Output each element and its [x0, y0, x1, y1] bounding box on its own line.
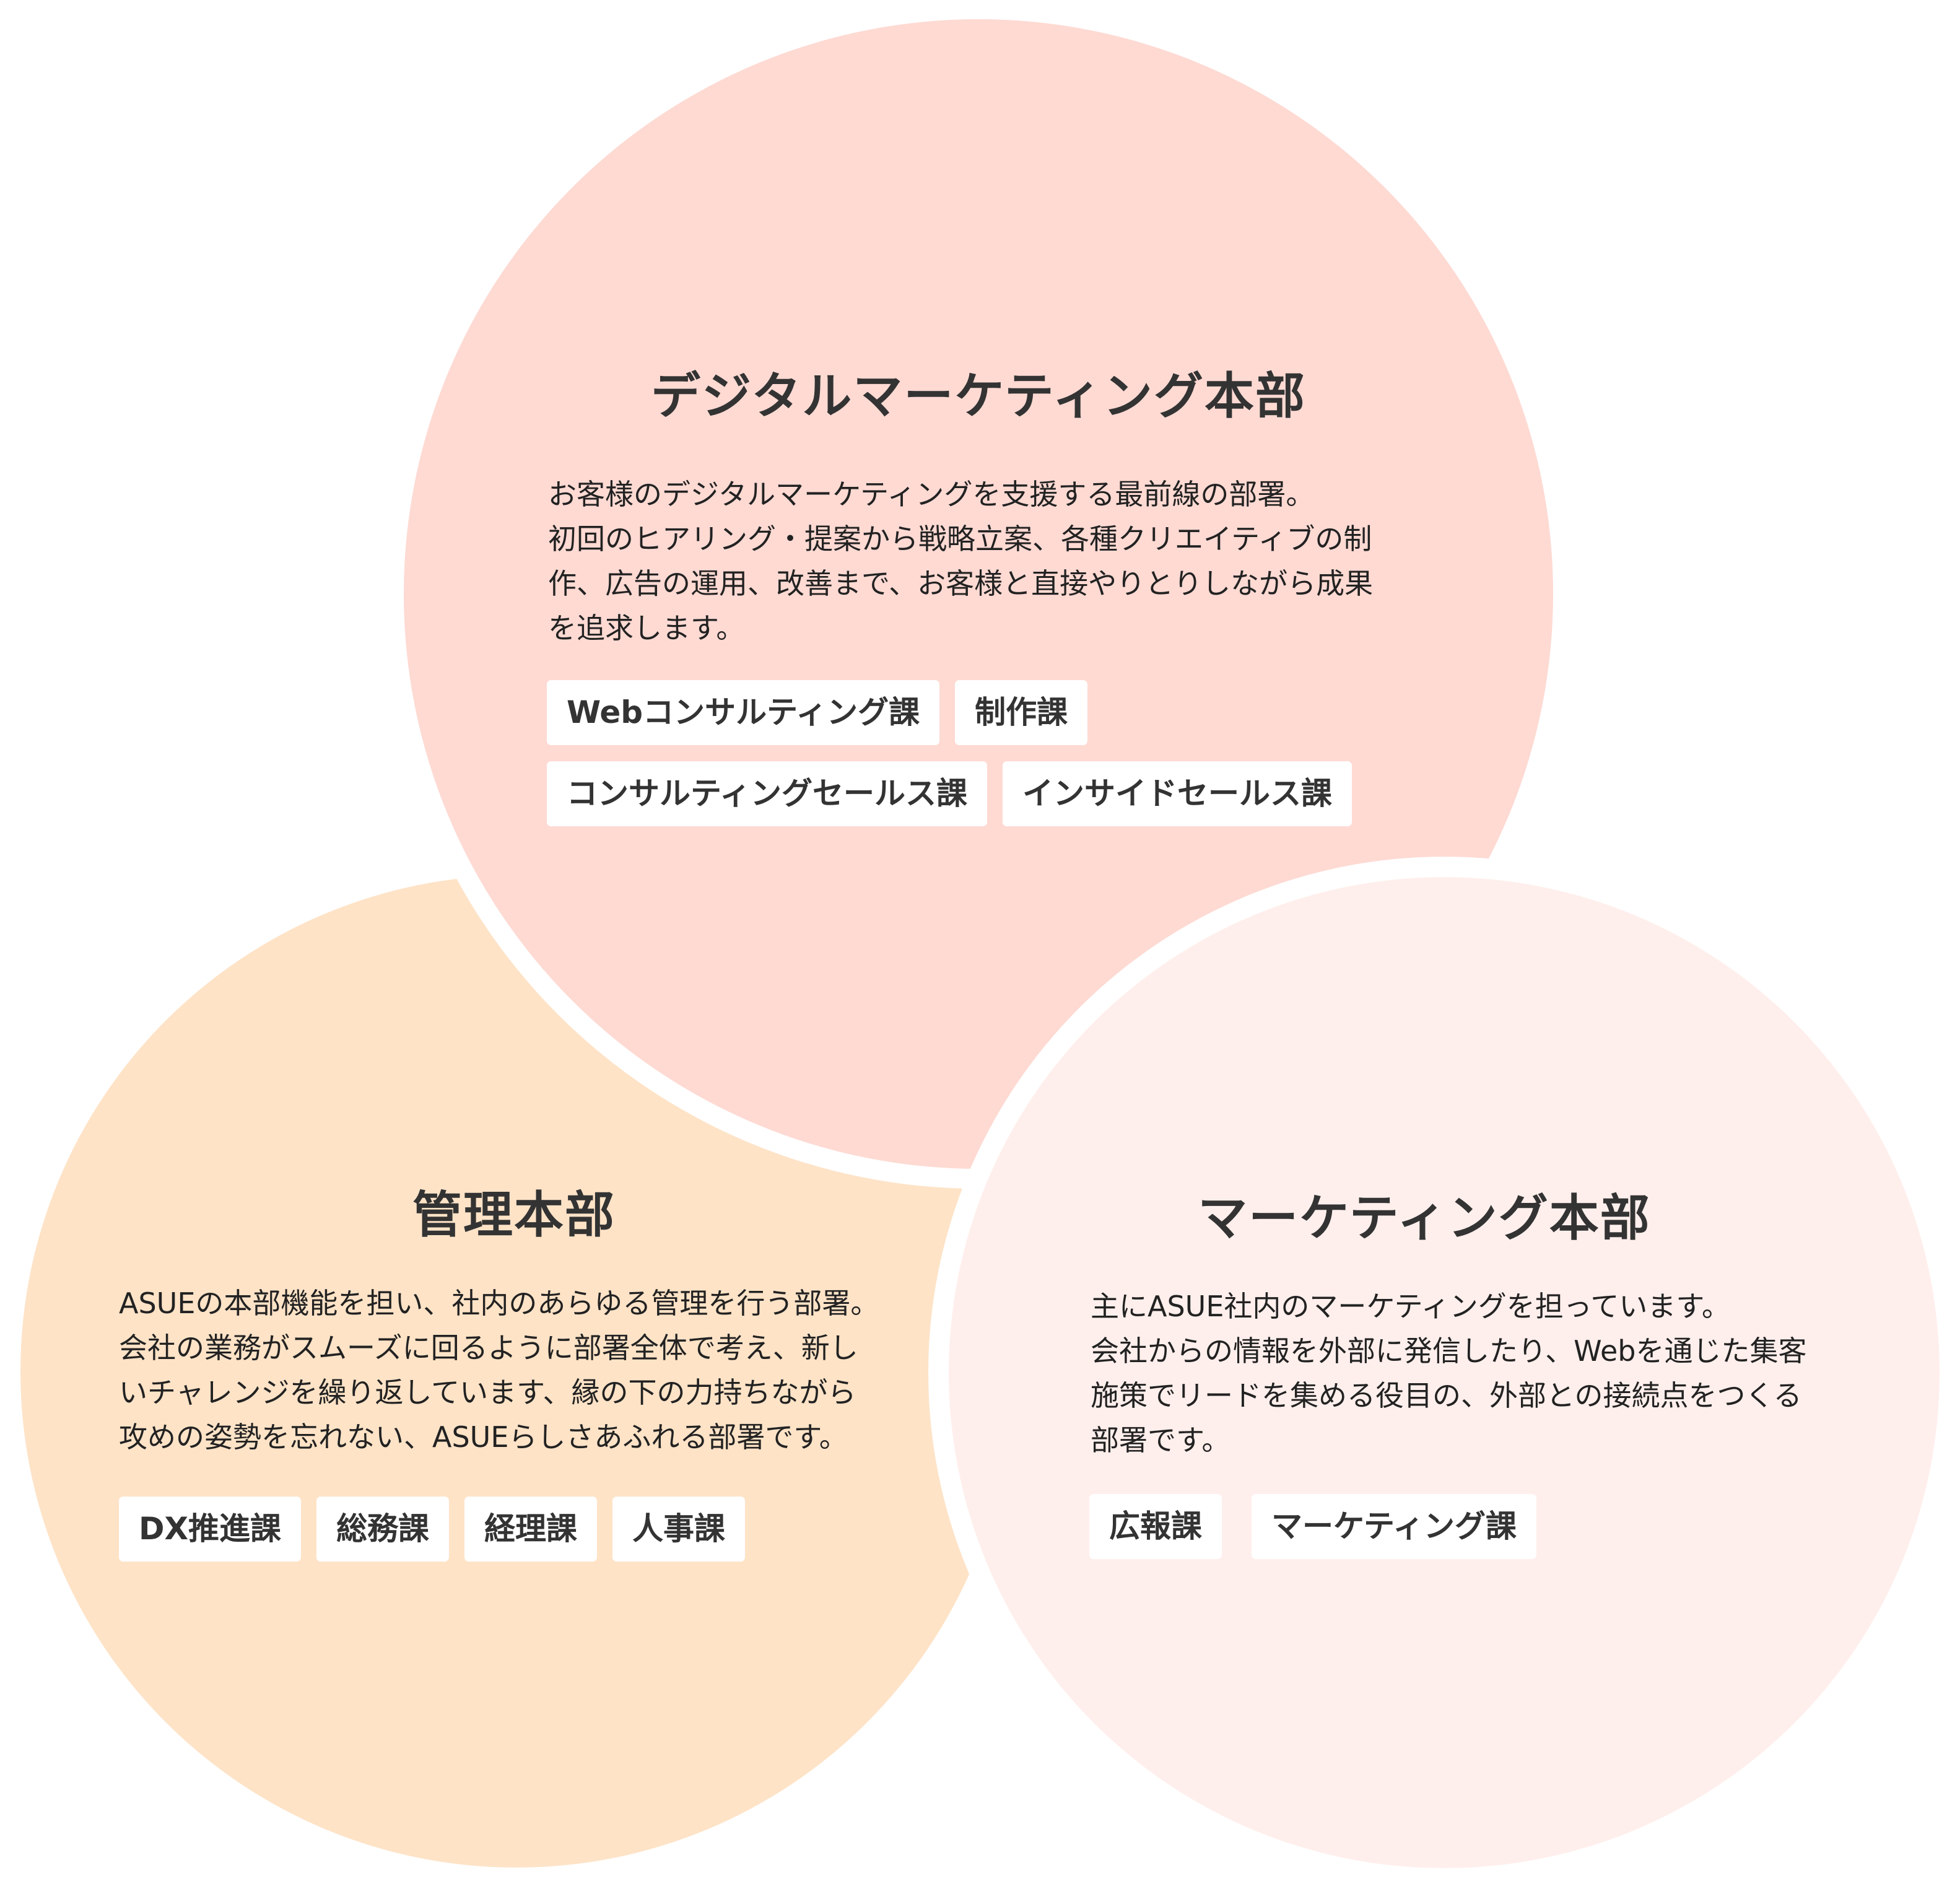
- digital-marketing-title: デジタルマーケティング本部: [651, 367, 1306, 425]
- marketing-description: 主にASUE社内のマーケティングを担っています。 会社からの情報を外部に発信した…: [1091, 1290, 1807, 1457]
- management-title: 管理本部: [412, 1186, 616, 1244]
- section-tag-dx-promotion: DX推進課: [119, 1497, 302, 1562]
- marketing-section-tags: 広報課 マーケティング課: [1089, 1494, 1857, 1559]
- section-tag-production: 制作課: [955, 680, 1088, 745]
- section-tag-accounting: 経理課: [464, 1497, 598, 1562]
- section-tag-human-resources: 人事課: [612, 1497, 746, 1562]
- marketing-title: マーケティング本部: [1198, 1189, 1651, 1247]
- marketing-division-circle: [949, 877, 1940, 1868]
- section-tag-general-affairs: 総務課: [316, 1497, 450, 1562]
- management-description: ASUEの本部機能を担い、社内のあらゆる管理を行う部署。 会社の業務がスムーズに…: [119, 1287, 879, 1454]
- section-tag-inside-sales: インサイドセールス課: [1003, 761, 1352, 826]
- management-section-tags: DX推進課 総務課 経理課 人事課: [119, 1497, 924, 1562]
- digital-marketing-section-tags: Webコンサルティング課 制作課 コンサルティングセールス課 インサイドセールス…: [547, 680, 1439, 826]
- section-tag-public-relations: 広報課: [1089, 1494, 1222, 1559]
- section-tag-consulting-sales: コンサルティングセールス課: [547, 761, 987, 826]
- section-tag-marketing: マーケティング課: [1252, 1494, 1536, 1559]
- digital-marketing-description: お客様のデジタルマーケティングを支援する最前線の部署。 初回のヒアリング・提案か…: [548, 478, 1374, 645]
- section-tag-web-consulting: Webコンサルティング課: [547, 680, 940, 745]
